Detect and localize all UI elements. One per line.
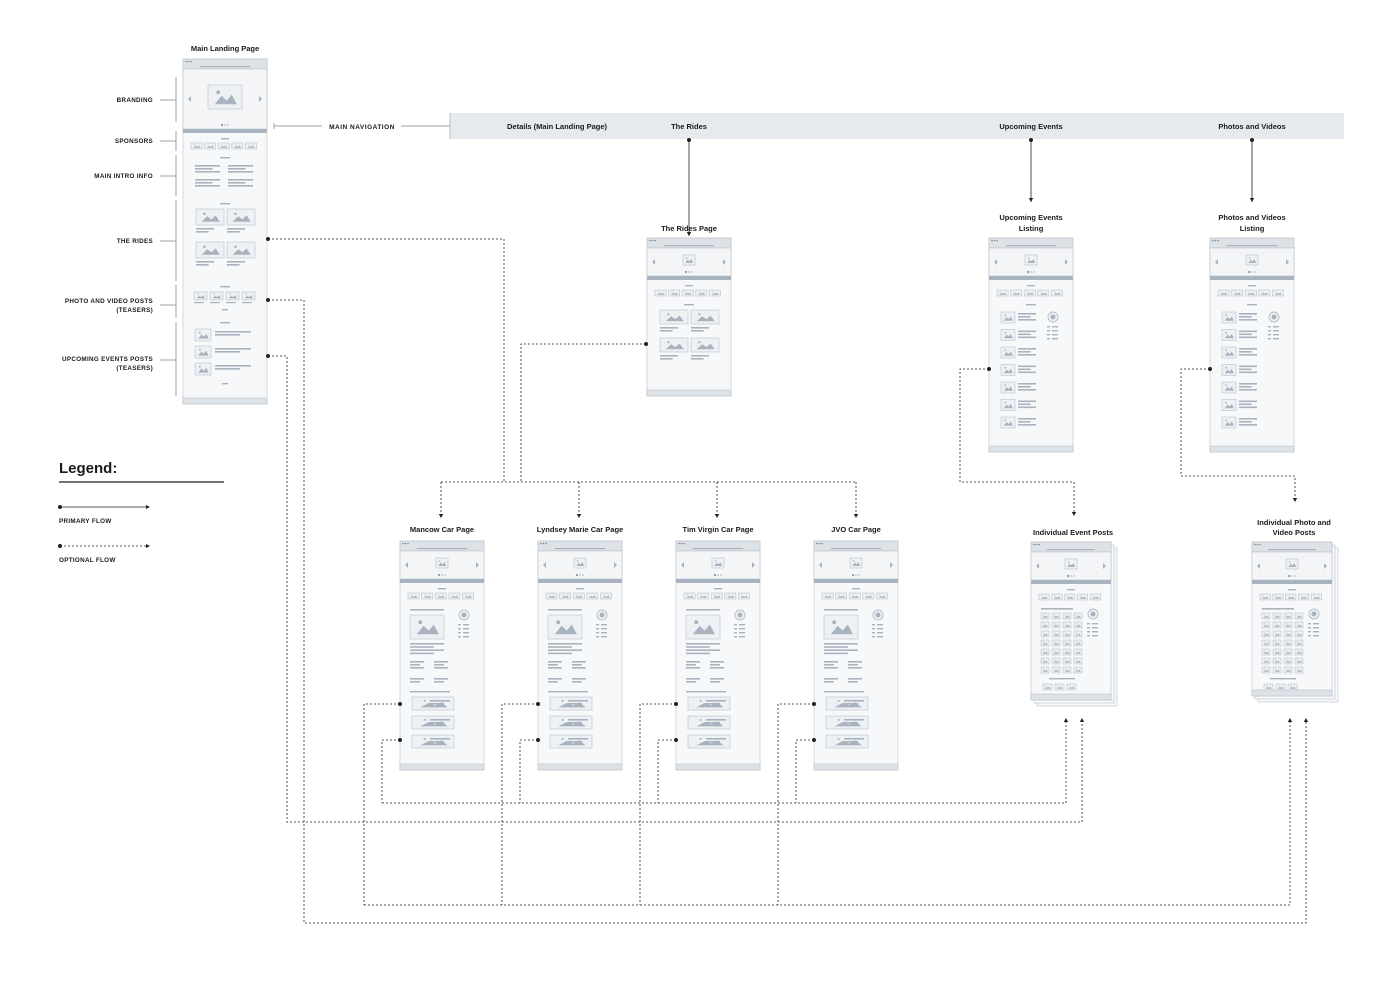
arrow-head: [714, 514, 720, 518]
arrow-head: [438, 514, 444, 518]
car-page-title-mancow: Mancow Car Page: [410, 525, 474, 534]
car-page-wireframe-jvo: [813, 540, 899, 771]
photos-listing-title-1: Photos and Videos: [1218, 213, 1285, 222]
photos-listing-wireframe: [1209, 237, 1295, 453]
label-teasers-1: (TEASERS): [116, 307, 153, 314]
optional-flow-car-photos-bus: [364, 722, 1291, 906]
legend-primary: PRIMARY FLOW: [59, 518, 112, 525]
car-page-wireframe-mancow: [399, 540, 485, 771]
optional-flow-car-events: [519, 739, 538, 803]
arrow-head: [1071, 512, 1077, 516]
photo-posts-wireframe: [1251, 541, 1333, 697]
arrow-head: [1028, 198, 1034, 202]
arrow-head: [1079, 718, 1085, 722]
label-sponsors: SPONSORS: [115, 138, 153, 145]
optional-flow-car-events: [795, 739, 814, 803]
main-navigation-label: MAIN NAVIGATION: [329, 124, 395, 131]
car-page-wireframe-tim: [675, 540, 761, 771]
optional-flow-car-events: [381, 739, 400, 803]
label-the-rides: THE RIDES: [117, 238, 153, 245]
optional-flow-car-events: [657, 739, 676, 803]
nav-item-details: Details (Main Landing Page): [507, 122, 608, 131]
label-main-intro: MAIN INTRO INFO: [94, 173, 153, 180]
arrow-head: [576, 514, 582, 518]
photo-posts-title-2: Video Posts: [1273, 528, 1316, 537]
arrow-head: [1287, 718, 1293, 722]
optional-flow-rides-page: [520, 343, 646, 482]
main-navigation-band: [450, 113, 1344, 139]
main-landing-wireframe: [182, 58, 268, 405]
optional-flow-car-photos: [777, 703, 814, 905]
legend-optional: OPTIONAL FLOW: [59, 557, 116, 564]
section-labels: BRANDING SPONSORS MAIN INTRO INFO THE RI…: [62, 97, 153, 372]
event-posts-wireframe: [1030, 541, 1112, 701]
optional-flow-events: [959, 368, 1075, 512]
arrow-head: [1249, 198, 1255, 202]
arrow-head: [1292, 498, 1298, 502]
label-teasers-2: (TEASERS): [116, 365, 153, 372]
optional-flow-rides: [268, 238, 505, 482]
legend-title: Legend:: [59, 460, 117, 477]
rides-page-wireframe: [646, 237, 732, 397]
photo-posts-title-1: Individual Photo and: [1257, 518, 1331, 527]
events-listing-title-2: Listing: [1019, 224, 1044, 233]
arrow-head: [853, 514, 859, 518]
arrow-head: [1303, 718, 1309, 722]
optional-flow-event-teasers: [268, 355, 1083, 823]
events-listing-title-1: Upcoming Events: [999, 213, 1062, 222]
main-landing-title: Main Landing Page: [191, 44, 259, 53]
car-page-wireframe-lyndsey: [537, 540, 623, 771]
car-page-title-lyndsey: Lyndsey Marie Car Page: [537, 525, 623, 534]
nav-item-rides: The Rides: [671, 122, 707, 131]
optional-flow-photos: [1180, 368, 1296, 498]
car-page-title-jvo: JVO Car Page: [831, 525, 881, 534]
optional-flow-car-photos: [501, 703, 538, 905]
event-posts-title: Individual Event Posts: [1033, 528, 1113, 537]
optional-flow-photo-teasers: [268, 299, 1307, 924]
events-listing-wireframe: [988, 237, 1074, 453]
label-upcoming-events: UPCOMING EVENTS POSTS: [62, 356, 153, 363]
optional-flow-car-photos: [639, 703, 676, 905]
section-brackets: [160, 77, 177, 396]
photos-listing-title-2: Listing: [1240, 224, 1265, 233]
nav-item-events: Upcoming Events: [999, 122, 1062, 131]
optional-flow-car-events-bus: [382, 722, 1067, 804]
label-branding: BRANDING: [117, 97, 153, 104]
nav-item-photos: Photos and Videos: [1218, 122, 1285, 131]
optional-flow-car-photos: [363, 703, 400, 905]
arrow-head: [686, 232, 692, 236]
arrow-head: [1063, 718, 1069, 722]
label-photo-video: PHOTO AND VIDEO POSTS: [65, 298, 153, 305]
car-page-title-tim: Tim Virgin Car Page: [683, 525, 754, 534]
